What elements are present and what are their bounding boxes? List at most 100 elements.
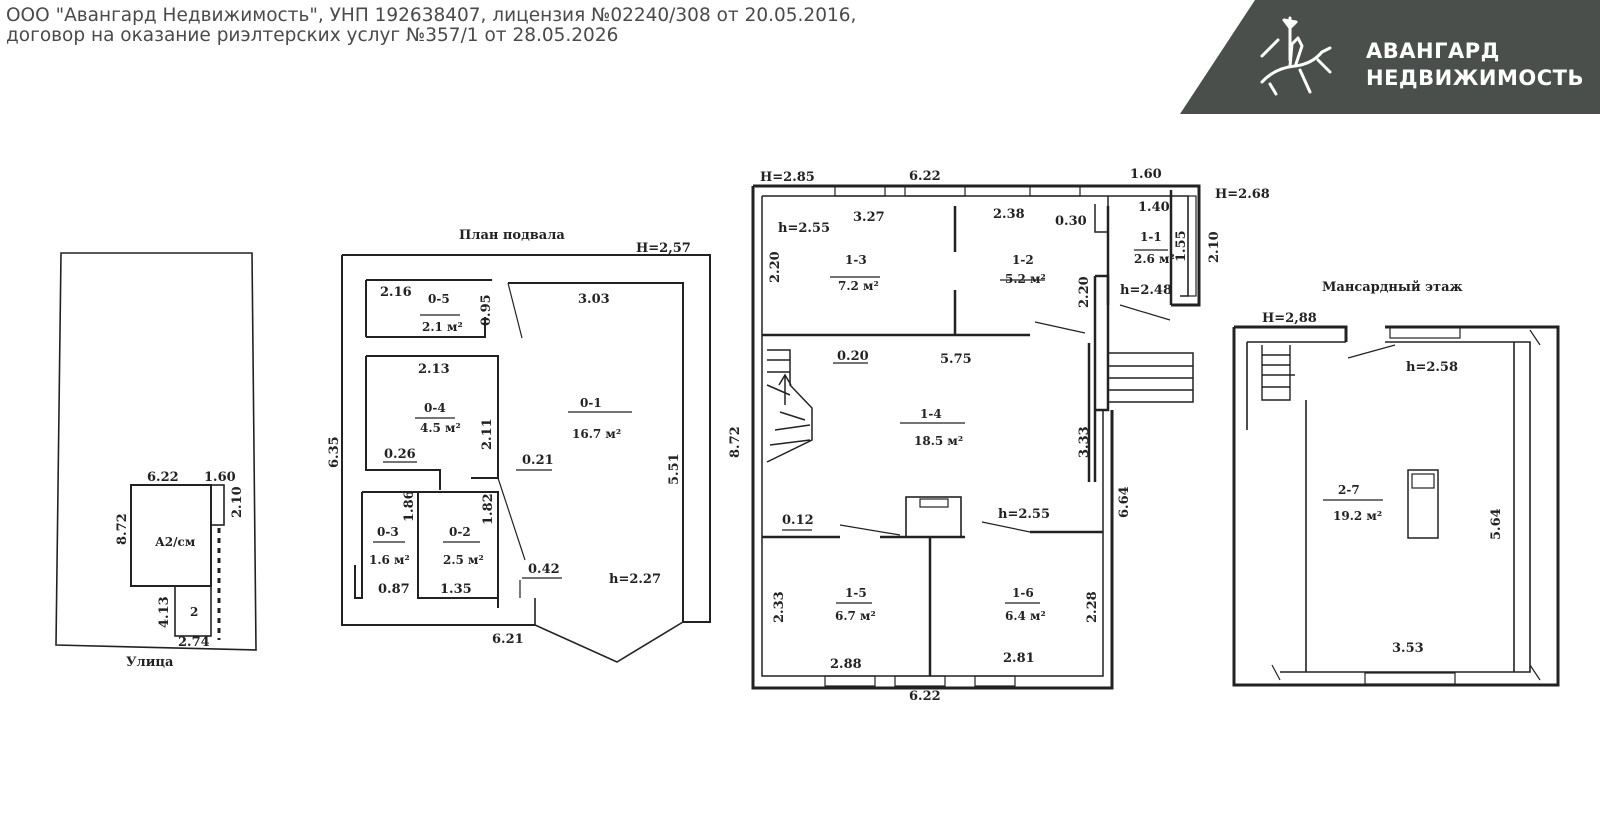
plot-boundary [55,252,257,651]
chimney [905,496,962,538]
first-floor-room-12-area: 5.2 м² [1005,272,1046,286]
site-dim-left: 8.72 [115,513,130,545]
basement-left-wall [341,255,535,626]
first-floor-room-16-area: 6.4 м² [1005,609,1046,623]
first-floor-dim-220a: 2.20 [768,251,783,283]
chimney-inner [919,498,949,508]
basement-room-02-area: 2.5 м² [443,553,484,567]
site-plan [55,252,257,651]
basement-ceiling: h=2.27 [609,572,661,587]
brand-band [1180,0,1600,114]
entry-steps [1108,352,1194,403]
attic-title: Мансардный этаж [1322,280,1463,295]
basement-room-01-area: 16.7 м² [572,427,621,441]
attic-bed-pillow [1411,473,1435,489]
basement-door-swing [497,282,526,561]
basement-plan [341,254,711,663]
license-info: ООО "Авангард Недвижимость", УНП 1926384… [6,6,856,46]
basement-title: План подвала [459,228,565,243]
first-floor-dim-030: 0.30 [1055,214,1087,229]
first-floor-dim-140: 1.40 [1138,200,1170,215]
site-dim-top: 6.22 [147,470,179,485]
first-floor-dim-top-right: 1.60 [1130,167,1162,182]
first-floor-room-13-id: 1-3 [845,253,867,267]
attic-window-top [1389,326,1461,339]
basement-dim-186: 1.86 [402,490,417,522]
site-street-label: Улица [126,655,174,670]
first-floor-dim-238: 2.38 [993,207,1025,222]
first-floor-inner-outline [761,195,1189,677]
basement-dim-213: 2.13 [418,362,450,377]
attic-room-27-area: 19.2 м² [1333,509,1382,523]
basement-dim-303: 3.03 [578,292,610,307]
attic-break-marks [1271,329,1541,681]
attic-stair [1261,345,1295,401]
attic-dim-right: 5.64 [1489,508,1504,540]
brand-name-line-1: АВАНГАРД [1366,39,1500,63]
brand-name-line-2: НЕДВИЖИМОСТЬ [1366,66,1584,90]
first-floor-room-11-area: 2.6 м² [1134,252,1175,266]
first-floor-dim-right-lower: 6.64 [1117,486,1132,518]
first-floor-dim-288: 2.88 [830,657,862,672]
first-floor-height-right: Н=2.68 [1215,187,1270,202]
first-floor-room-14-id: 1-4 [920,407,942,421]
building-porch [210,484,225,526]
attic-window-bottom [1364,672,1456,685]
first-floor-dim-020: 0.20 [837,349,869,364]
first-floor-wall-13 [762,206,1030,337]
window-bottom-2 [894,675,946,687]
site-annex-label: 2 [190,605,198,619]
attic-room-27-id: 2-7 [1338,483,1360,497]
first-floor-outer-wall [751,184,1201,690]
site-dim-annex-bottom: 2.74 [178,635,210,650]
first-floor-room-15-id: 1-5 [845,586,867,600]
attic-dim-bottom: 3.53 [1392,641,1424,656]
site-dim-top-right: 1.60 [204,470,236,485]
first-floor-room-11-id: 1-1 [1140,230,1162,244]
first-floor-door-swings [839,521,1031,536]
basement-room-03-id: 0-3 [377,525,399,539]
basement-dim-042: 0.42 [528,562,560,577]
first-floor-room-13-area: 7.2 м² [838,279,879,293]
first-floor-room-12-id: 1-2 [1012,253,1034,267]
basement-room-04-area: 4.5 м² [420,421,461,435]
window-top-2 [904,185,966,197]
first-floor-dim-left: 8.72 [728,426,743,458]
brand-name: АВАНГАРД НЕДВИЖИМОСТЬ [1366,38,1584,92]
first-floor-dim-327: 3.27 [853,210,885,225]
stair-arrow [778,373,792,405]
attic-bed [1407,469,1439,539]
basement-bay [534,598,684,663]
site-dim-annex-left: 4.13 [157,596,172,628]
first-floor-dim-333: 3.33 [1077,426,1092,458]
window-top-3 [1029,185,1081,197]
basement-room-04-id: 0-4 [424,401,446,415]
knight-on-horse-icon [1260,16,1332,96]
license-line-2: договор на оказание риэлтерских услуг №3… [6,25,619,46]
basement-dim-551: 5.51 [667,453,682,485]
first-floor-wall-12-11 [1106,190,1173,305]
first-floor-ceiling-255b: h=2.55 [998,507,1050,522]
basement-dim-211: 2.11 [480,418,495,450]
first-floor-ceiling-248: h=2.48 [1120,283,1172,298]
attic-plan [1232,325,1560,687]
basement-dim-021: 0.21 [522,453,554,468]
window-bottom-3 [974,675,1016,687]
basement-dim-182: 1.82 [481,493,496,525]
basement-dim-left: 6.35 [327,436,342,468]
window-bottom-1 [824,675,876,687]
site-building-label: А2/см [155,535,196,549]
first-floor-dim-281: 2.81 [1003,651,1035,666]
first-floor-dim-220b: 2.20 [1077,276,1092,308]
attic-outer-wall [1232,325,1560,687]
first-floor-plan [751,184,1201,690]
attic-height: Н=2,88 [1262,311,1317,326]
basement-outer-wall [342,254,711,623]
basement-room-01-id: 0-1 [580,396,602,410]
attic-ceiling: h=2.58 [1406,360,1458,375]
first-floor-room-15-area: 6.7 м² [835,609,876,623]
basement-room-05-area: 2.1 м² [422,320,463,334]
first-floor-door-lines [1034,304,1171,334]
first-floor-wall-entry [1087,274,1110,482]
basement-dim-095: 0.95 [479,294,494,326]
